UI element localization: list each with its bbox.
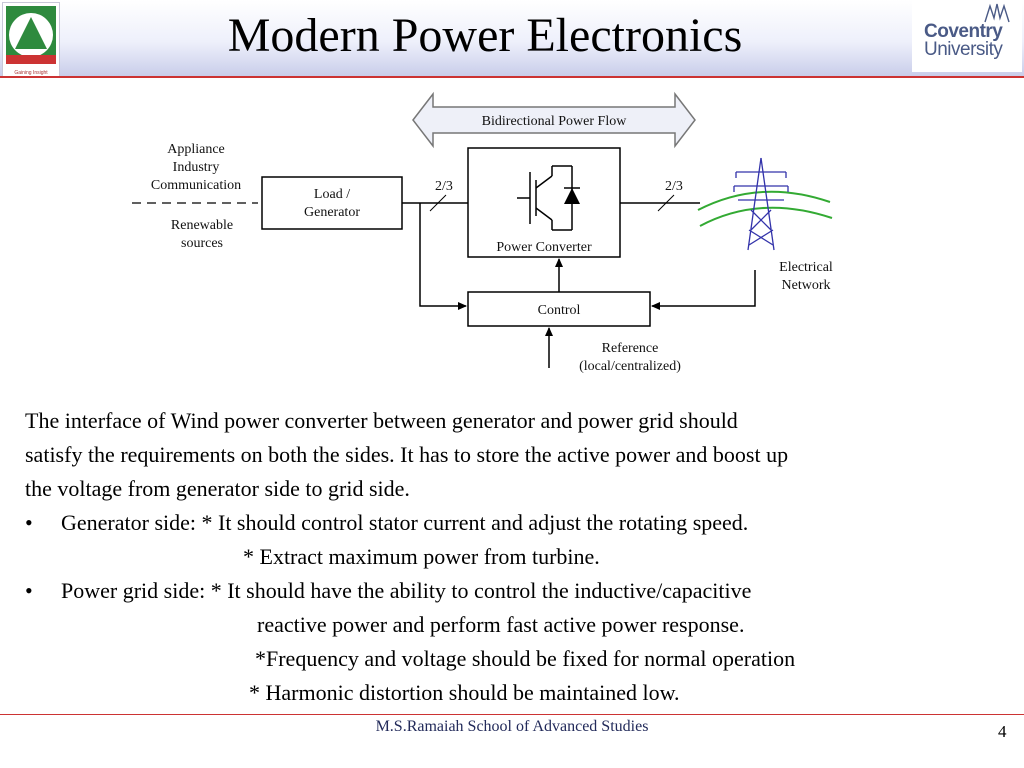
generator-side-line-2: * Extract maximum power from turbine. bbox=[243, 544, 600, 569]
generator-side-line-1: Generator side: * It should control stat… bbox=[61, 510, 749, 535]
header-band bbox=[0, 0, 1024, 76]
logo-caption: Gaining Insight bbox=[14, 70, 48, 76]
phase-tick-right bbox=[657, 194, 675, 212]
slide-body: The interface of Wind power converter be… bbox=[25, 404, 1015, 710]
bullet-generator-side: • Generator side: * It should control sta… bbox=[25, 506, 1015, 540]
transmission-tower-icon bbox=[733, 157, 789, 251]
page-number: 4 bbox=[998, 722, 1007, 741]
university-logo-word-bottom: University bbox=[924, 39, 1003, 60]
grid-wave-bottom bbox=[699, 206, 833, 227]
bullet-power-grid-side: • Power grid side: * It should have the a… bbox=[25, 574, 1015, 608]
igbt-diode-icon bbox=[517, 165, 580, 231]
source-label-appliance: Appliance bbox=[167, 142, 225, 157]
university-logo-word-top: Coventry bbox=[924, 21, 1003, 42]
load-generator-box bbox=[261, 176, 403, 230]
load-feedback-arrow bbox=[419, 203, 467, 310]
load-label: Load / bbox=[314, 187, 350, 202]
control-box bbox=[467, 291, 651, 327]
power-converter-diagram: Bidirectional Power Flow Appliance Indus… bbox=[132, 91, 833, 374]
network-feedback-arrow bbox=[651, 270, 756, 310]
footer-school-name: M.S.Ramaiah School of Advanced Studies bbox=[375, 718, 649, 735]
phase-label-right: 2/3 bbox=[665, 179, 683, 194]
bidirectional-flow-arrow bbox=[412, 91, 696, 149]
header-divider bbox=[0, 76, 1024, 78]
grid-side-line-2: reactive power and perform fast active p… bbox=[257, 612, 745, 637]
intro-line-1: The interface of Wind power converter be… bbox=[25, 408, 738, 433]
source-label-industry: Industry bbox=[173, 160, 220, 175]
source-label-renewable: Renewable bbox=[171, 218, 233, 233]
grid-side-line-1: Power grid side: * It should have the ab… bbox=[61, 578, 752, 603]
power-converter-box bbox=[467, 147, 621, 258]
network-label-2: Network bbox=[782, 278, 831, 293]
intro-line-3: the voltage from generator side to grid … bbox=[25, 476, 410, 501]
phase-label-left: 2/3 bbox=[435, 179, 453, 194]
flow-label: Bidirectional Power Flow bbox=[482, 114, 628, 129]
generator-label: Generator bbox=[304, 205, 360, 220]
university-logo: Coventry University bbox=[912, 0, 1022, 72]
diode-triangle-icon bbox=[564, 188, 580, 204]
elephant-crest-icon bbox=[984, 3, 1010, 23]
source-label-sources: sources bbox=[181, 236, 223, 251]
source-label-communication: Communication bbox=[151, 178, 241, 193]
institute-logo-icon bbox=[6, 6, 56, 64]
grid-wave-top bbox=[697, 190, 831, 211]
bullet-point: • bbox=[25, 510, 33, 535]
bullet-point: • bbox=[25, 578, 33, 603]
reference-label: Reference bbox=[602, 341, 659, 356]
reference-scope-label: (local/centralized) bbox=[579, 359, 681, 374]
footer-divider bbox=[0, 714, 1024, 715]
slide-title: Modern Power Electronics bbox=[227, 9, 743, 62]
intro-line-2: satisfy the requirements on both the sid… bbox=[25, 442, 789, 467]
converter-label: Power Converter bbox=[496, 240, 592, 255]
grid-side-line-4: * Harmonic distortion should be maintain… bbox=[249, 680, 680, 705]
institute-logo: Gaining Insight bbox=[2, 2, 60, 78]
network-label: Electrical bbox=[779, 260, 833, 275]
grid-side-line-3: *Frequency and voltage should be fixed f… bbox=[255, 646, 796, 671]
control-label: Control bbox=[538, 303, 581, 318]
phase-tick-left bbox=[429, 194, 447, 212]
